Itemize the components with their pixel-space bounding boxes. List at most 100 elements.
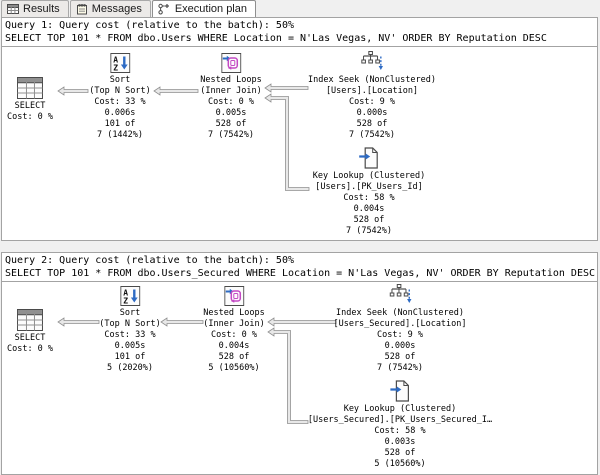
- query2-cost-line: Query 2: Query cost (relative to the bat…: [5, 255, 294, 266]
- edge-loops-to-sort[interactable]: [160, 317, 204, 327]
- node-line: 528 of: [356, 119, 388, 129]
- index-seek-icon: [361, 51, 383, 73]
- node-line: 0.006s: [104, 108, 136, 118]
- node-sort[interactable]: Sort (Top N Sort) Cost: 33 % 0.005s 101 …: [99, 286, 161, 374]
- node-select[interactable]: SELECT Cost: 0 %: [7, 77, 53, 123]
- node-line: (Top N Sort): [99, 319, 161, 329]
- node-line: 7 (7542%): [345, 226, 393, 236]
- node-line: Index Seek (NonClustered): [308, 75, 436, 85]
- node-line: 0.005s: [114, 341, 146, 351]
- edge-sort-to-select[interactable]: [57, 317, 100, 327]
- query1-plan-canvas: SELECT Cost: 0 % Sort (Top N Sort) Cost:…: [2, 47, 597, 240]
- node-key-lookup[interactable]: Key Lookup (Clustered) [Users].[PK_Users…: [312, 147, 426, 237]
- edge-loops-to-sort[interactable]: [153, 86, 199, 96]
- node-line: 101 of: [114, 352, 146, 362]
- node-line: 528 of: [384, 448, 416, 458]
- node-line: 528 of: [218, 352, 250, 362]
- tab-label: Results: [23, 3, 60, 15]
- node-line: 5 (10560%): [374, 459, 426, 469]
- node-line: Cost: 0 %: [6, 112, 54, 122]
- query1-sql-text: SELECT TOP 101 * FROM dbo.Users WHERE Lo…: [5, 33, 547, 44]
- node-line: [Users_Secured].[PK_Users_Secured_I…: [307, 415, 493, 425]
- nested-loops-icon: [224, 286, 244, 306]
- node-line: [Users].[Location]: [325, 86, 419, 96]
- select-result-icon: [17, 77, 43, 99]
- node-line: SELECT: [14, 333, 46, 343]
- sort-icon: [110, 53, 130, 73]
- node-line: 528 of: [384, 352, 416, 362]
- node-line: 7 (7542%): [376, 363, 424, 373]
- select-result-icon: [17, 309, 43, 331]
- index-seek-icon: [389, 284, 411, 306]
- messages-icon: [76, 3, 87, 15]
- node-line: 5 (10560%): [208, 363, 260, 373]
- nested-loops-icon: [221, 53, 241, 73]
- node-line: [Users_Secured].[Location]: [333, 319, 467, 329]
- query2-sql-text: SELECT TOP 101 * FROM dbo.Users_Secured …: [5, 268, 596, 279]
- node-line: Cost: 9 %: [348, 97, 396, 107]
- node-nested-loops[interactable]: Nested Loops (Inner Join) Cost: 0 % 0.00…: [203, 286, 265, 374]
- edge-lookup-to-loops[interactable]: [264, 93, 310, 191]
- tab-messages[interactable]: Messages: [69, 0, 151, 17]
- node-line: (Inner Join): [203, 319, 265, 329]
- tab-label: Messages: [91, 3, 142, 15]
- node-line: 7 (1442%): [96, 130, 144, 140]
- node-line: Cost: 58 %: [374, 426, 426, 436]
- node-line: 0.003s: [384, 437, 416, 447]
- node-line: Cost: 33 %: [104, 330, 156, 340]
- node-line: SELECT: [14, 101, 46, 111]
- node-line: Sort: [119, 308, 141, 318]
- node-line: Index Seek (NonClustered): [336, 308, 464, 318]
- results-pane-tabs: Results Messages Execution plan: [0, 0, 600, 17]
- edge-sort-to-select[interactable]: [57, 86, 89, 96]
- node-line: 528 of: [215, 119, 247, 129]
- query1-cost-line: Query 1: Query cost (relative to the bat…: [5, 20, 294, 31]
- edge-lookup-to-loops[interactable]: [267, 327, 309, 424]
- node-line: [Users].[PK_Users_Id]: [315, 182, 423, 192]
- query1-header: Query 1: Query cost (relative to the bat…: [2, 18, 597, 47]
- node-line: 7 (7542%): [348, 130, 396, 140]
- tab-results[interactable]: Results: [1, 0, 69, 17]
- node-line: 0.000s: [384, 341, 416, 351]
- node-line: 0.000s: [356, 108, 388, 118]
- plan-edges: [57, 83, 310, 191]
- node-line: Cost: 58 %: [343, 193, 395, 203]
- tab-label: Execution plan: [174, 3, 247, 15]
- node-line: (Inner Join): [200, 86, 262, 96]
- node-sort[interactable]: Sort (Top N Sort) Cost: 33 % 0.006s 101 …: [89, 53, 151, 141]
- sort-icon: [120, 286, 140, 306]
- tab-execution-plan[interactable]: Execution plan: [151, 0, 256, 17]
- node-index-seek[interactable]: Index Seek (NonClustered) [Users_Secured…: [333, 284, 467, 374]
- node-line: 0.004s: [218, 341, 250, 351]
- node-line: Key Lookup (Clustered): [343, 404, 457, 414]
- node-line: 5 (2020%): [106, 363, 154, 373]
- query1-block: Query 1: Query cost (relative to the bat…: [1, 17, 598, 241]
- node-nested-loops[interactable]: Nested Loops (Inner Join) Cost: 0 % 0.00…: [200, 53, 262, 141]
- query2-block: Query 2: Query cost (relative to the bat…: [1, 252, 598, 475]
- node-line: 7 (7542%): [207, 130, 255, 140]
- node-line: (Top N Sort): [89, 86, 151, 96]
- plan-edges: [57, 317, 337, 424]
- edge-seek-to-loops[interactable]: [267, 317, 337, 327]
- node-line: Cost: 0 %: [6, 344, 54, 354]
- node-line: 0.004s: [353, 204, 385, 214]
- node-key-lookup[interactable]: Key Lookup (Clustered) [Users_Secured].[…: [308, 380, 492, 470]
- node-line: Cost: 9 %: [376, 330, 424, 340]
- key-lookup-icon: [359, 147, 379, 169]
- node-line: Key Lookup (Clustered): [312, 171, 426, 181]
- results-grid-icon: [7, 4, 19, 14]
- node-line: 0.005s: [215, 108, 247, 118]
- node-select[interactable]: SELECT Cost: 0 %: [7, 309, 53, 355]
- node-line: 528 of: [353, 215, 385, 225]
- node-index-seek[interactable]: Index Seek (NonClustered) [Users].[Locat…: [308, 51, 436, 141]
- query2-header: Query 2: Query cost (relative to the bat…: [2, 253, 597, 282]
- node-line: Sort: [109, 75, 131, 85]
- node-line: Cost: 0 %: [210, 330, 258, 340]
- edge-seek-to-loops[interactable]: [264, 83, 309, 93]
- node-line: Cost: 33 %: [94, 97, 146, 107]
- execution-plan-icon: [158, 3, 169, 15]
- node-line: Cost: 0 %: [207, 97, 255, 107]
- node-line: Nested Loops: [203, 308, 265, 318]
- node-line: 101 of: [104, 119, 136, 129]
